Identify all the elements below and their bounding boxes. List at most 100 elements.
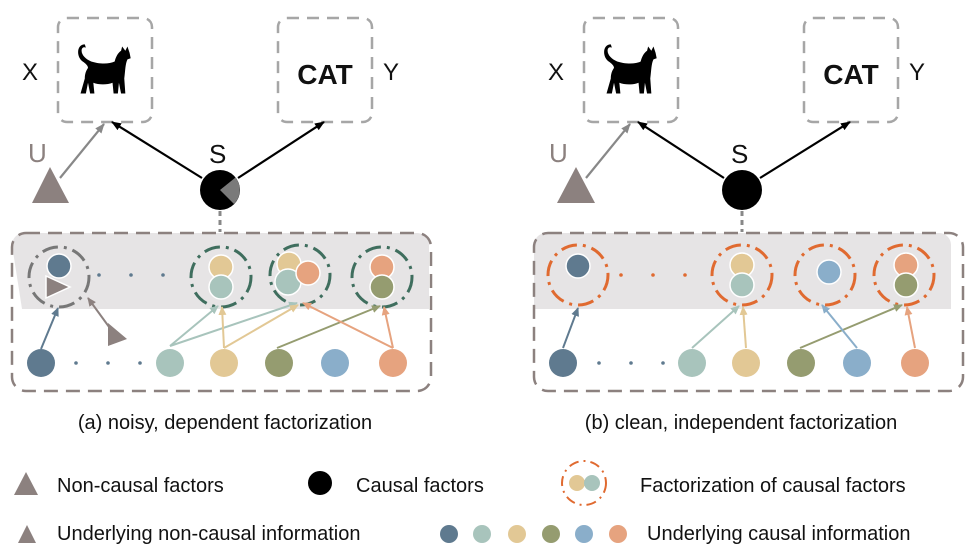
ellipsis-dot	[106, 361, 110, 365]
legend-dot-salmon	[609, 525, 627, 543]
y-label-box	[276, 16, 374, 124]
factor-dot-olive	[369, 274, 395, 300]
x-label: X	[548, 59, 564, 86]
legend-underlying-causal: Underlying causal information	[647, 523, 910, 545]
underlying-noncausal-triangle-icon	[108, 323, 127, 346]
legend-dot-olive	[542, 525, 560, 543]
factor-ring	[189, 245, 253, 309]
group-sand-sage-salmon	[268, 243, 332, 307]
factor-dot-sage	[729, 272, 755, 298]
edge-olive	[799, 304, 903, 349]
factor-dot-sage	[208, 274, 234, 300]
edge-sage	[169, 305, 219, 347]
legend-noncausal-factor-icon	[14, 472, 38, 495]
y-label-box	[802, 16, 900, 124]
legend: Non-causal factors Causal factors Factor…	[14, 460, 910, 545]
info-dot-olive	[787, 349, 815, 377]
info-dot-sage	[156, 349, 184, 377]
ellipsis-dot	[683, 273, 687, 277]
s-causal-node	[200, 170, 240, 210]
s-causal-node	[722, 170, 762, 210]
edge-sand	[218, 306, 227, 349]
factor-ring	[350, 245, 414, 309]
x-image-box	[56, 16, 154, 124]
factor-ring	[793, 243, 857, 307]
info-dot-sage	[678, 349, 706, 377]
edge-s-to-x	[637, 121, 725, 179]
info-dot-slate	[549, 349, 577, 377]
edge-salmon	[381, 306, 394, 349]
ellipsis-dot	[138, 361, 142, 365]
factor-ring	[268, 243, 332, 307]
ellipsis-dot	[661, 361, 665, 365]
caption-b: (b) clean, independent factorization	[585, 412, 897, 434]
caption-a: (a) noisy, dependent factorization	[78, 412, 372, 434]
ellipsis-dot	[597, 361, 601, 365]
group-noisy	[27, 245, 91, 309]
edge-sand	[223, 304, 299, 349]
legend-factorization: Factorization of causal factors	[640, 475, 906, 497]
cat-icon	[604, 44, 657, 94]
edge-sand	[739, 306, 748, 349]
legend-factor-dot-sand	[569, 475, 585, 491]
edge-sky	[821, 304, 858, 349]
u-noncausal-triangle-icon	[557, 167, 595, 203]
factor-dot-olive	[893, 272, 919, 298]
u-label: U	[549, 138, 568, 168]
info-dot-salmon	[379, 349, 407, 377]
panel-b: X CAT Y U S	[532, 16, 965, 434]
edge-s-to-y	[237, 121, 325, 179]
ellipsis-dot	[629, 361, 633, 365]
x-image-box	[582, 16, 680, 124]
legend-causal-factor-icon	[308, 471, 332, 495]
info-dot-sky	[843, 349, 871, 377]
cat-icon	[78, 44, 131, 94]
ellipsis-dot	[129, 273, 133, 277]
y-box-text: CAT	[297, 59, 352, 90]
factor-dot-slate	[46, 253, 72, 279]
edge-u-to-x	[59, 123, 105, 179]
legend-underlying-noncausal-icon	[18, 525, 36, 543]
info-dot-slate	[27, 349, 55, 377]
legend-causal-factors: Causal factors	[356, 475, 484, 497]
legend-dot-slate	[440, 525, 458, 543]
info-dot-sand	[732, 349, 760, 377]
factor-space-box	[10, 231, 433, 393]
edge-slate	[40, 307, 59, 350]
s-noncausal-slice	[220, 177, 240, 204]
legend-dot-sky	[575, 525, 593, 543]
u-noncausal-triangle-icon	[32, 167, 69, 203]
y-box-text: CAT	[823, 59, 878, 90]
edge-slate	[562, 307, 579, 349]
ellipsis-dot	[651, 273, 655, 277]
edge-s-to-y	[759, 121, 851, 179]
group-salmon-olive	[350, 245, 414, 309]
factor-ring	[27, 245, 91, 309]
ellipsis-dot	[74, 361, 78, 365]
edge-salmon	[904, 306, 916, 349]
factor-dot-salmon	[295, 260, 321, 286]
panel-a: X CAT Y U S	[10, 16, 433, 434]
factor-dot-slate	[565, 253, 591, 279]
ellipsis-dot	[161, 273, 165, 277]
group-slate	[546, 243, 610, 307]
factor-ring	[872, 243, 936, 307]
group-sand-sage	[710, 243, 774, 307]
s-label: S	[731, 139, 748, 169]
info-dot-olive	[265, 349, 293, 377]
legend-dot-sage	[473, 525, 491, 543]
factor-ring	[710, 243, 774, 307]
u-label: U	[28, 138, 47, 168]
factor-ring	[546, 243, 610, 307]
y-label: Y	[383, 59, 399, 86]
factor-space-box	[532, 231, 965, 393]
ellipsis-dot	[97, 273, 101, 277]
legend-noncausal-factors: Non-causal factors	[57, 475, 224, 497]
group-sand-sage	[189, 245, 253, 309]
info-dot-sky	[321, 349, 349, 377]
info-dot-salmon	[901, 349, 929, 377]
edge-sage	[169, 301, 298, 347]
y-label: Y	[909, 59, 925, 86]
legend-dot-sand	[508, 525, 526, 543]
